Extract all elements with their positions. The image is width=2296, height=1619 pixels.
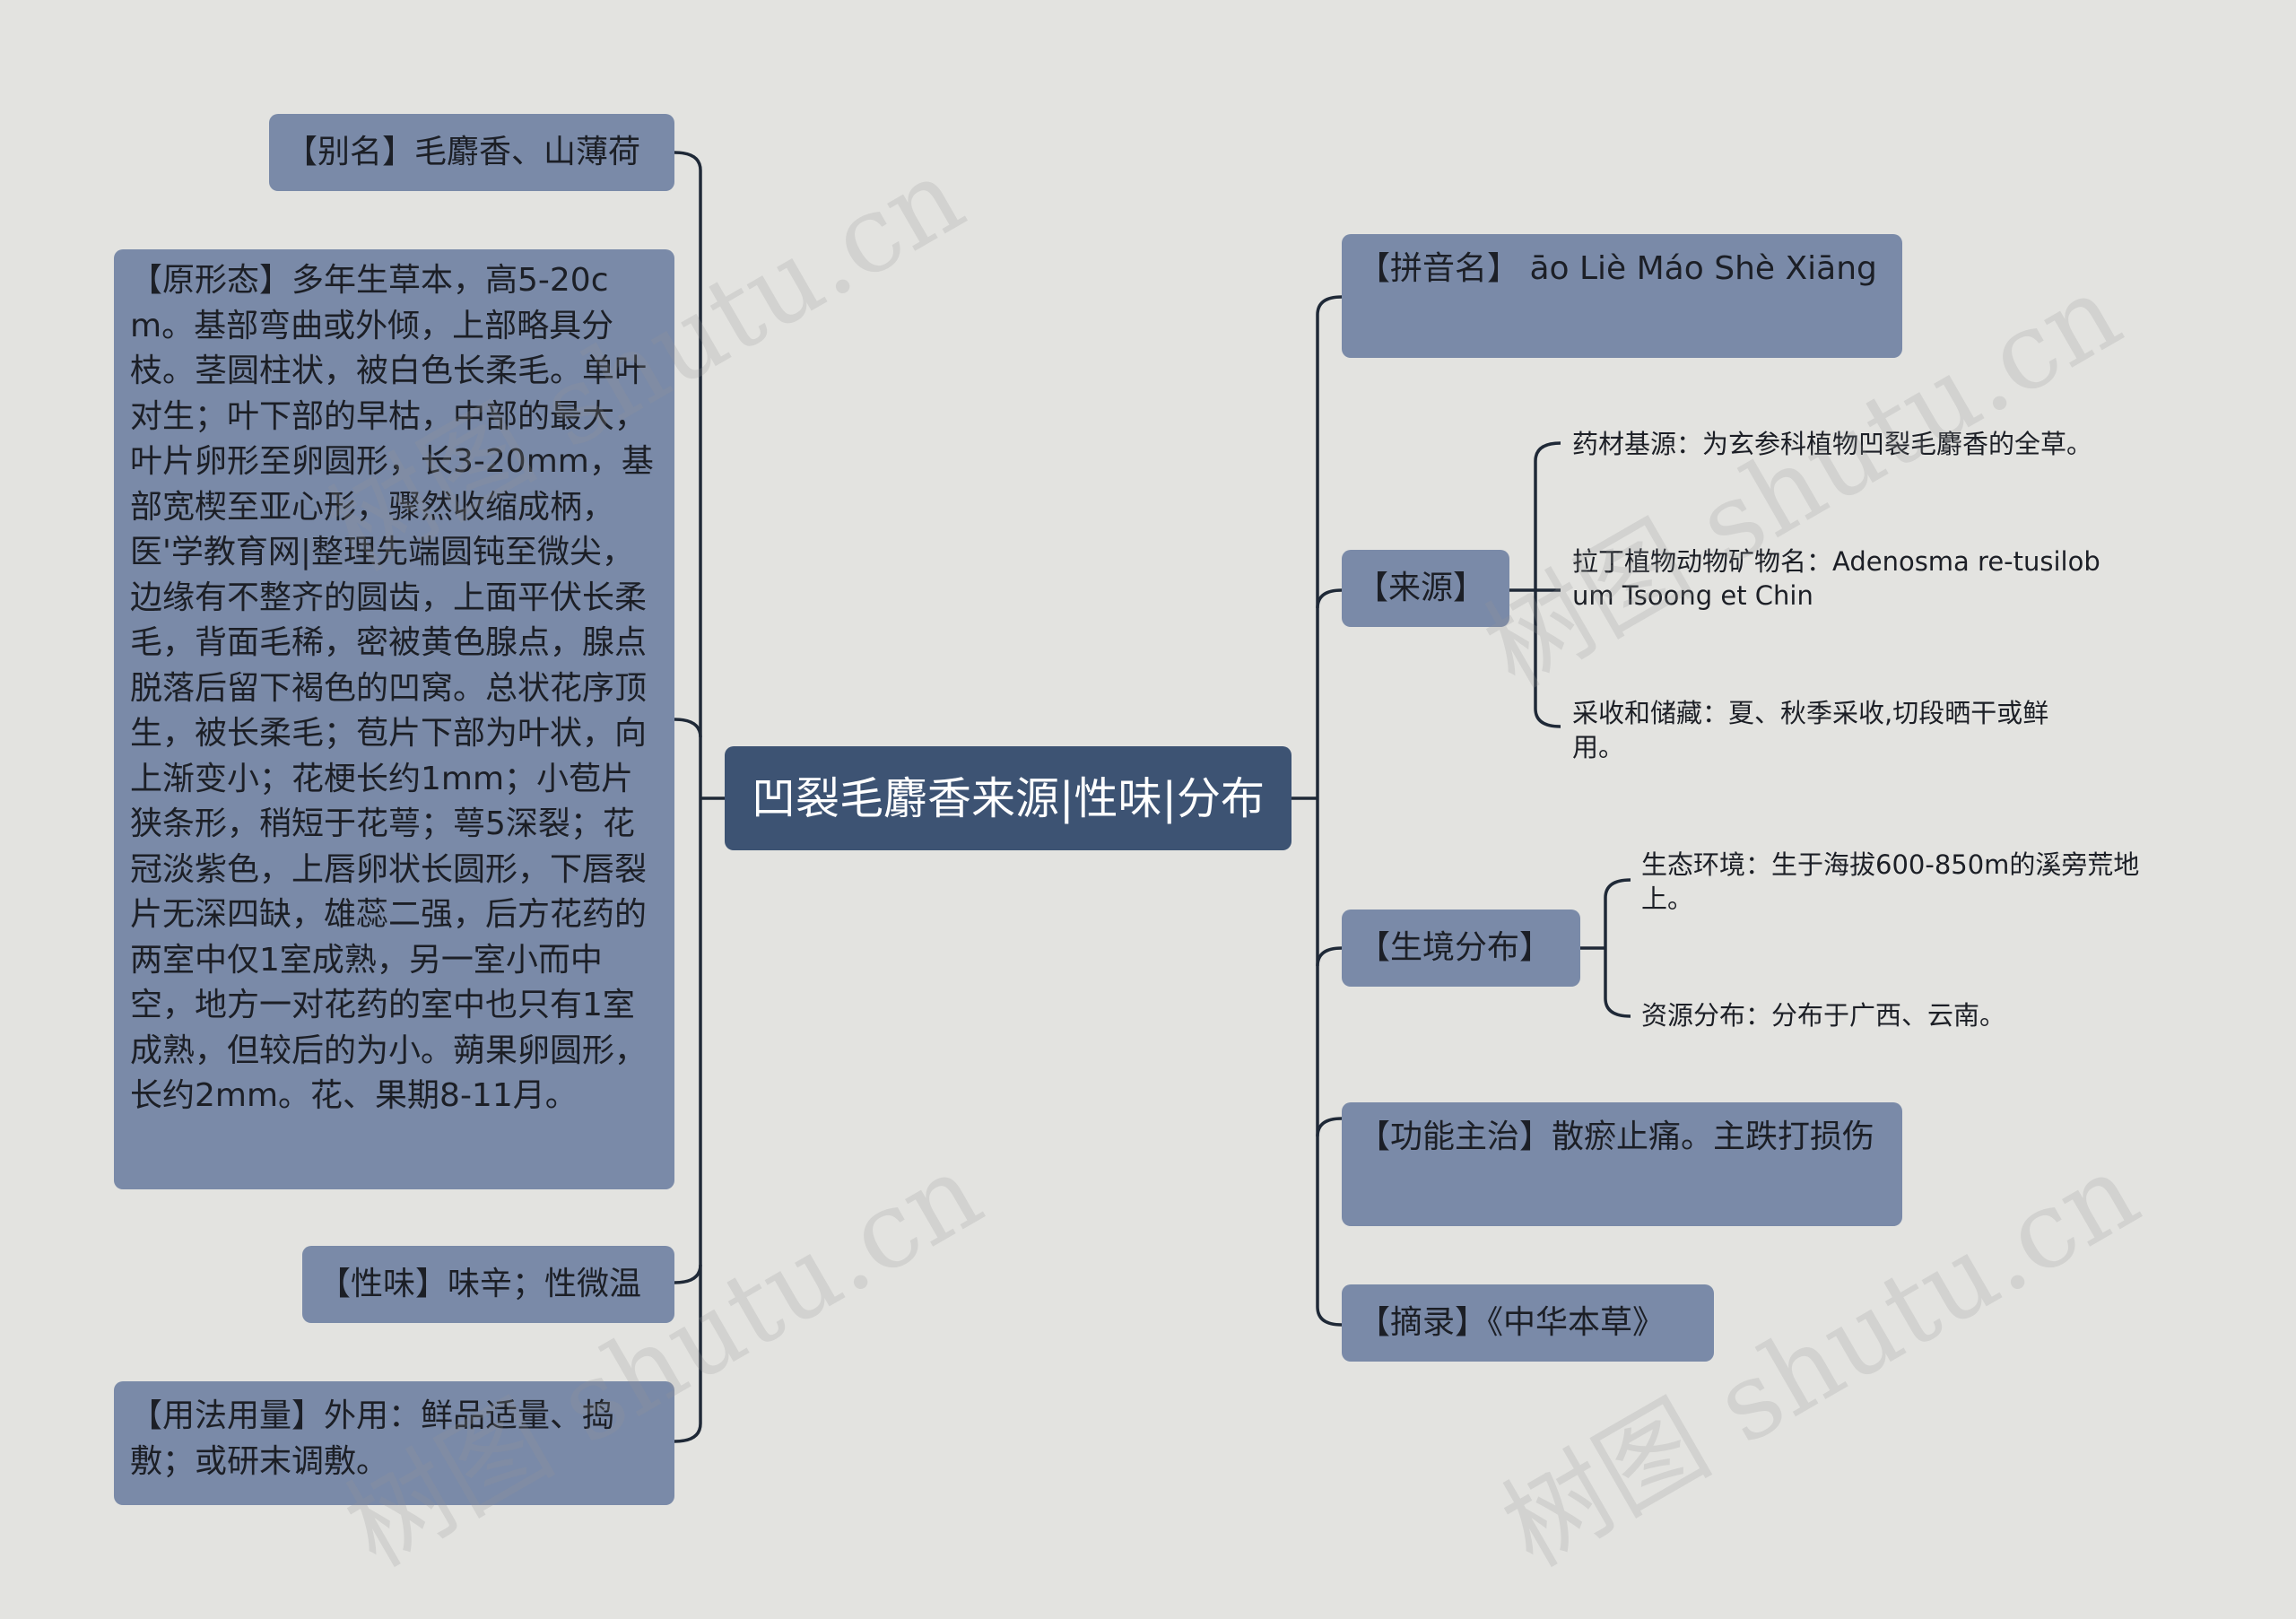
source-item-latin: 拉丁植物动物矿物名：Adenosma re-tusilobum Tsoong e…: [1572, 546, 2100, 611]
pinyin-node[interactable]: 【拼音名】 āo Liè Máo Shè Xiāng: [1342, 234, 1902, 358]
function-node[interactable]: 【功能主治】散瘀止痛。主跌打损伤: [1342, 1102, 1902, 1226]
source-label: 【来源】: [1356, 570, 1486, 606]
taste-node[interactable]: 【性味】味辛；性微温: [302, 1246, 674, 1323]
habitat-item-distribution: 资源分布：分布于广西、云南。: [1641, 1000, 2006, 1031]
function-text: 【功能主治】散瘀止痛。主跌打损伤: [1358, 1119, 1875, 1155]
source-item-harvest: 采收和储藏：夏、秋季采收,切段晒干或鲜用。: [1572, 698, 2049, 762]
excerpt-text: 【摘录】《中华本草》: [1358, 1304, 1665, 1341]
pinyin-text: 【拼音名】 āo Liè Máo Shè Xiāng: [1358, 250, 1877, 287]
habitat-label: 【生境分布】: [1358, 929, 1552, 966]
taste-text: 【性味】味辛；性微温: [318, 1266, 642, 1302]
usage-text: 【用法用量】外用：鲜品适量、捣敷；或研末调敷。: [130, 1397, 615, 1480]
morphology-text: 【原形态】多年生草本，高5-20cm。基部弯曲或外倾，上部略具分枝。茎圆柱状，被…: [130, 262, 654, 1114]
usage-node[interactable]: 【用法用量】外用：鲜品适量、捣敷；或研末调敷。: [114, 1381, 674, 1505]
source-node[interactable]: 【来源】: [1342, 550, 1509, 627]
alias-text: 【别名】毛麝香、山薄荷: [285, 134, 641, 170]
habitat-item-environment: 生态环境：生于海拔600-850m的溪旁荒地上。: [1641, 849, 2140, 914]
source-item-base: 药材基源：为玄参科植物凹裂毛麝香的全草。: [1572, 429, 2093, 459]
excerpt-node[interactable]: 【摘录】《中华本草》: [1342, 1284, 1714, 1362]
habitat-node[interactable]: 【生境分布】: [1342, 910, 1580, 987]
root-label: 凹裂毛麝香来源|性味|分布: [751, 772, 1265, 824]
alias-node[interactable]: 【别名】毛麝香、山薄荷: [269, 114, 674, 191]
morphology-node[interactable]: 【原形态】多年生草本，高5-20cm。基部弯曲或外倾，上部略具分枝。茎圆柱状，被…: [114, 249, 674, 1189]
root-node[interactable]: 凹裂毛麝香来源|性味|分布: [725, 746, 1292, 850]
